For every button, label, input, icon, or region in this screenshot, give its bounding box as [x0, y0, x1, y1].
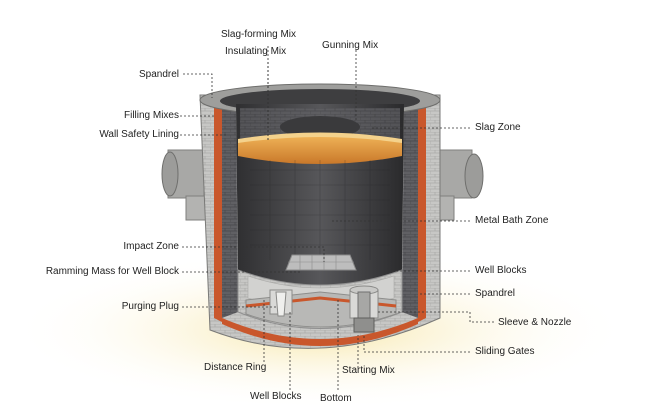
label-filling-mixes: Filling Mixes [123, 110, 179, 121]
impact-pad [285, 254, 357, 271]
label-well-blocks-bottom: Well Blocks [250, 391, 302, 402]
impact-pad-grid [288, 255, 354, 270]
label-metal-bath-zone: Metal Bath Zone [475, 215, 549, 226]
label-distance-ring: Distance Ring [204, 362, 267, 373]
label-sliding-gates: Sliding Gates [475, 346, 535, 357]
label-sleeve-nozzle: Sleeve & Nozzle [498, 317, 572, 328]
insulating-layer [238, 132, 402, 143]
label-slag-zone: Slag Zone [475, 122, 521, 133]
label-slag-forming-mix: Slag-forming Mix [221, 29, 297, 40]
label-insulating-mix: Insulating Mix [225, 46, 287, 57]
label-well-blocks-right: Well Blocks [475, 265, 527, 276]
slag-layer [238, 135, 402, 164]
label-purging-plug: Purging Plug [121, 301, 179, 312]
label-starting-mix: Starting Mix [342, 365, 395, 376]
left-trunnion [161, 149, 209, 221]
purging-plug-well [269, 289, 293, 317]
label-gunning-mix: Gunning Mix [322, 40, 379, 51]
working-lining-left [222, 100, 238, 318]
nozzle-well [349, 285, 379, 333]
leader-lines [180, 46, 494, 390]
gunning-patch [280, 116, 360, 138]
label-ramming-mass: Ramming Mass for Well Block [45, 266, 179, 277]
label-impact-zone: Impact Zone [123, 241, 179, 252]
safety-lining-right [418, 100, 426, 322]
label-spandrel-bottom: Spandrel [475, 288, 516, 299]
safety-lining-left [214, 100, 222, 322]
label-wall-safety-lining: Wall Safety Lining [99, 129, 179, 140]
label-bottom: Bottom [320, 393, 352, 404]
metal-bath-brickwork [250, 160, 390, 262]
label-spandrel-top: Spandrel [138, 69, 179, 80]
safety-lining-bottom [222, 318, 418, 346]
working-lining-right [402, 100, 418, 318]
